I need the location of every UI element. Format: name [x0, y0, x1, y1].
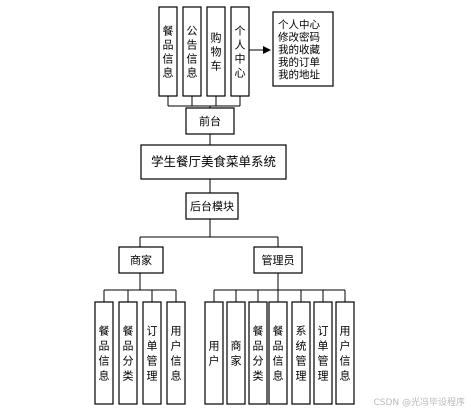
merchant-box-label: 商家: [130, 253, 152, 267]
personal-item-1: 个人中心: [278, 18, 320, 31]
front-module-4-label: 个人中心: [235, 25, 246, 80]
admin-module-5-label: 系统管理: [296, 325, 307, 383]
backend-box-label: 后台模块: [190, 199, 234, 213]
front-box: 前台: [185, 107, 235, 135]
admin-module-4: 餐品信息: [268, 301, 288, 405]
front-module-4: 个人中心: [230, 6, 250, 97]
admin-box: 管理员: [253, 246, 303, 274]
connector-lines: [103, 46, 346, 302]
merchant-module-4-label: 用户信息: [171, 325, 182, 383]
admin-module-4-label: 餐品信息: [273, 324, 284, 383]
system-title-box-label: 学生餐厅美食菜单系统: [151, 154, 276, 169]
merchant-module-2-label: 餐品分类: [123, 324, 134, 383]
admin-module-6: 订单管理: [313, 301, 333, 405]
admin-module-7: 用户信息: [335, 301, 355, 405]
personal-item-4: 我的订单: [278, 56, 320, 69]
front-box-label: 前台: [199, 114, 221, 128]
backend-box: 后台模块: [185, 192, 239, 220]
merchant-module-1: 餐品信息: [94, 301, 114, 405]
merchant-module-3: 订单管理: [142, 301, 162, 405]
admin-module-7-label: 用户信息: [340, 325, 351, 383]
personal-item-3: 我的收藏: [278, 43, 320, 56]
admin-module-1-label: 用户: [209, 340, 220, 368]
admin-module-6-label: 订单管理: [318, 325, 329, 383]
watermark: CSDN @光冯毕设程序: [373, 398, 465, 408]
admin-module-3-label: 餐品分类: [253, 324, 264, 383]
personal-item-5: 我的地址: [278, 68, 320, 81]
merchant-module-1-label: 餐品信息: [99, 324, 110, 383]
admin-module-1: 用户: [204, 301, 224, 405]
front-module-1-label: 餐品信息: [163, 24, 174, 80]
admin-module-3: 餐品分类: [248, 301, 268, 405]
front-module-3-label: 购物车: [211, 31, 222, 73]
admin-box-label: 管理员: [262, 253, 295, 267]
personal-item-2: 修改密码: [278, 31, 320, 44]
system-title-box: 学生餐厅美食菜单系统: [140, 144, 287, 180]
merchant-box: 商家: [118, 246, 164, 274]
front-module-1: 餐品信息: [158, 6, 178, 97]
front-module-2-label: 公告信息: [187, 25, 198, 80]
merchant-module-3-label: 订单管理: [147, 325, 158, 383]
merchant-module-2: 餐品分类: [118, 301, 138, 405]
front-module-3: 购物车: [206, 6, 226, 97]
admin-module-2-label: 商家: [231, 339, 242, 368]
merchant-module-4: 用户信息: [166, 301, 186, 405]
admin-module-2: 商家: [226, 301, 246, 405]
diagram-nodes: 餐品信息公告信息购物车个人中心个人中心修改密码我的收藏我的订单我的地址前台学生餐…: [94, 6, 355, 405]
front-module-2: 公告信息: [182, 6, 202, 97]
admin-module-5: 系统管理: [291, 301, 311, 405]
